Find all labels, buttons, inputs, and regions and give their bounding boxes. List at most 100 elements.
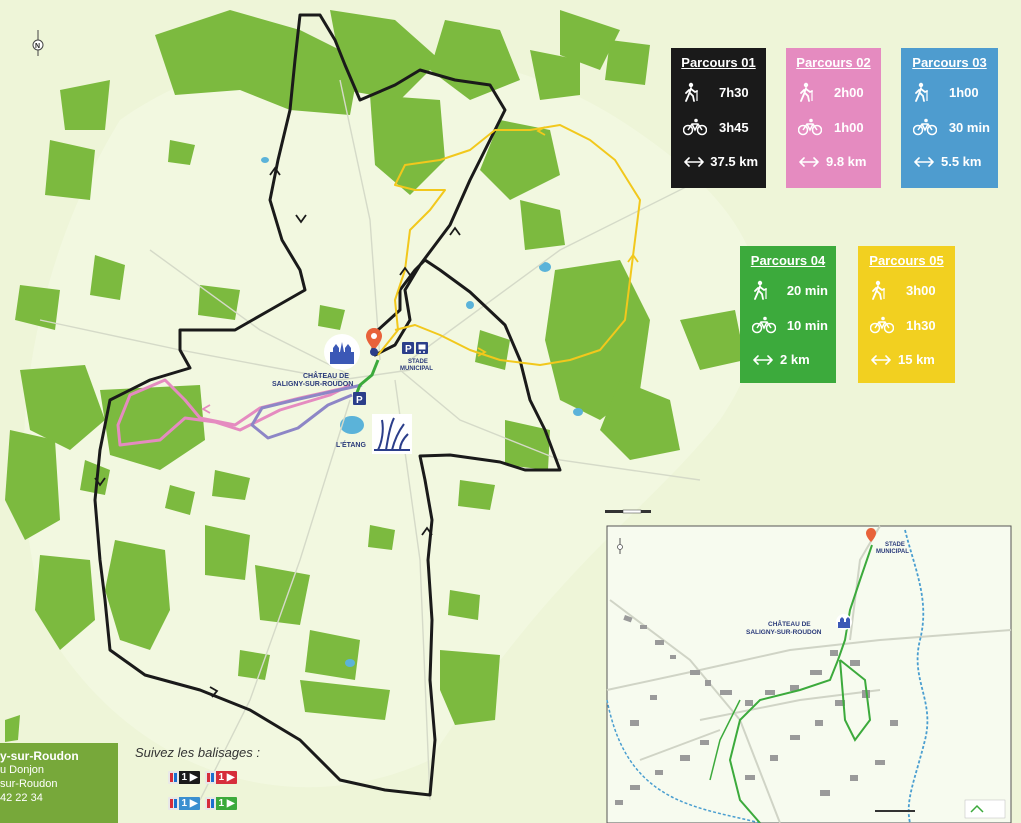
inset-scale-bar bbox=[875, 810, 915, 812]
contact-box: y-sur-Roudon u Donjon sur-Roudon 42 22 3… bbox=[0, 743, 118, 823]
route-card-walk-value: 1h00 bbox=[949, 84, 979, 100]
route-card-walk-row: 2h00 bbox=[798, 82, 873, 102]
hiker-icon bbox=[798, 82, 824, 102]
balisage-mark-number: 1 ▶ bbox=[216, 797, 237, 810]
stade-label-line2: MUNICIPAL bbox=[400, 366, 433, 372]
castle-icon bbox=[324, 334, 360, 370]
double-arrow-icon bbox=[683, 156, 708, 167]
route-card-walk-row: 3h00 bbox=[870, 280, 947, 300]
parking-label-2: P bbox=[356, 395, 363, 406]
route-card-title: Parcours 05 bbox=[869, 253, 944, 268]
bus-icon bbox=[416, 342, 428, 354]
balisage-title: Suivez les balisages : bbox=[135, 745, 261, 760]
route-card-distance-row: 2 km bbox=[752, 352, 828, 367]
route-02-direction-markers bbox=[201, 404, 211, 414]
inset-chateau-line2: SALIGNY-SUR-ROUDON bbox=[746, 629, 822, 636]
route-card-walk-value: 3h00 bbox=[906, 282, 936, 298]
route-card-title: Parcours 04 bbox=[750, 253, 826, 268]
balisage-mark-flag bbox=[168, 797, 179, 810]
contact-line-1: y-sur-Roudon bbox=[0, 749, 79, 763]
route-card-walk-row: 20 min bbox=[752, 280, 828, 300]
route-card-walk-row: 7h30 bbox=[683, 82, 758, 102]
route-01-path bbox=[93, 13, 562, 797]
route-card-title: Parcours 02 bbox=[796, 55, 871, 70]
chateau-label-line2: SALIGNY-SUR-ROUDON bbox=[272, 381, 353, 388]
inset-route-04 bbox=[728, 544, 873, 823]
balisage-mark-flag bbox=[205, 797, 216, 810]
contact-line-4: 42 22 34 bbox=[0, 792, 43, 804]
route-card-walk-value: 20 min bbox=[786, 282, 828, 298]
route-card-distance-value: 37.5 km bbox=[710, 154, 758, 169]
inset-stade-line1: STADE bbox=[885, 542, 905, 548]
route-card-distance-value: 5.5 km bbox=[941, 154, 982, 169]
parking-label: P bbox=[405, 344, 412, 355]
bicycle-icon bbox=[913, 118, 939, 136]
route-card-bike-row: 1h00 bbox=[798, 118, 873, 136]
route-card-04: Parcours 04 20 min 10 min 2 km bbox=[740, 246, 836, 383]
route-card-distance-row: 37.5 km bbox=[683, 154, 758, 169]
inset-route-04-b bbox=[709, 699, 741, 781]
inset-stade-line2: MUNICIPAL bbox=[876, 549, 909, 555]
route-direction-markers bbox=[94, 166, 461, 698]
route-card-title: Parcours 03 bbox=[912, 55, 987, 70]
route-card-distance-row: 9.8 km bbox=[798, 154, 873, 169]
double-arrow-icon bbox=[752, 354, 778, 365]
double-arrow-icon bbox=[798, 156, 824, 167]
bicycle-icon bbox=[798, 118, 824, 136]
bicycle-icon bbox=[870, 316, 896, 334]
route-card-distance-row: 15 km bbox=[870, 352, 947, 367]
inset-roads bbox=[606, 525, 1012, 823]
inset-logo bbox=[964, 799, 1006, 819]
route-card-bike-value: 1h00 bbox=[834, 119, 864, 135]
route-card-walk-value: 2h00 bbox=[834, 84, 864, 100]
parking-icon-2 bbox=[353, 392, 366, 405]
etang-label: L'ÉTANG bbox=[336, 440, 366, 449]
inset-north-arrow-icon bbox=[617, 538, 623, 554]
route-card-walk-value: 7h30 bbox=[719, 84, 749, 100]
route-card-03: Parcours 03 1h00 30 min 5.5 km bbox=[901, 48, 998, 188]
route-card-distance-value: 2 km bbox=[780, 352, 810, 367]
location-pin-icon bbox=[366, 328, 382, 350]
balisage-mark-number: 1 ▶ bbox=[216, 771, 237, 784]
balisage-mark: 1 ▶ bbox=[168, 797, 200, 810]
balisage-mark: 1 ▶ bbox=[205, 771, 237, 784]
inset-buildings bbox=[615, 615, 898, 805]
hiker-icon bbox=[683, 82, 709, 102]
hiker-icon bbox=[913, 82, 939, 102]
route-card-01: Parcours 01 7h30 3h45 37.5 km bbox=[671, 48, 766, 188]
north-arrow-icon: N bbox=[32, 30, 44, 56]
route-card-bike-value: 3h45 bbox=[719, 119, 749, 135]
inset-map: CHÂTEAU DE SALIGNY-SUR-ROUDON STADE MUNI… bbox=[606, 525, 1012, 823]
balisage-mark-number: 1 ▶ bbox=[179, 797, 200, 810]
route-card-bike-value: 30 min bbox=[948, 119, 990, 135]
inset-pin-icon bbox=[866, 528, 876, 542]
route-card-distance-value: 15 km bbox=[898, 352, 935, 367]
inset-river-2 bbox=[606, 699, 761, 823]
route-card-distance-row: 5.5 km bbox=[913, 154, 990, 169]
route-card-bike-value: 10 min bbox=[786, 317, 828, 333]
route-card-walk-row: 1h00 bbox=[913, 82, 990, 102]
balisage-mark-flag bbox=[205, 771, 216, 784]
route-04-path bbox=[354, 359, 380, 396]
route-card-bike-row: 3h45 bbox=[683, 118, 758, 136]
balisage-mark: 1 ▶ bbox=[205, 797, 237, 810]
double-arrow-icon bbox=[913, 156, 939, 167]
reeds-icon bbox=[372, 414, 412, 454]
route-card-05: Parcours 05 3h00 1h30 15 km bbox=[858, 246, 955, 383]
parking-icon bbox=[402, 342, 414, 354]
chateau-label-line1: CHÂTEAU DE bbox=[303, 371, 349, 380]
route-card-distance-value: 9.8 km bbox=[826, 154, 867, 169]
route-card-title: Parcours 01 bbox=[681, 55, 756, 70]
route-card-bike-row: 10 min bbox=[752, 316, 828, 334]
inset-castle-icon bbox=[836, 614, 852, 630]
inset-river bbox=[904, 529, 929, 823]
stade-label-line1: STADE bbox=[408, 359, 428, 365]
route-card-bike-row: 1h30 bbox=[870, 316, 947, 334]
route-card-bike-row: 30 min bbox=[913, 118, 990, 136]
balisage-mark: 1 ▶ bbox=[168, 771, 200, 784]
hiker-icon bbox=[752, 280, 777, 300]
route-05-path bbox=[377, 124, 641, 366]
bicycle-icon bbox=[752, 316, 777, 334]
